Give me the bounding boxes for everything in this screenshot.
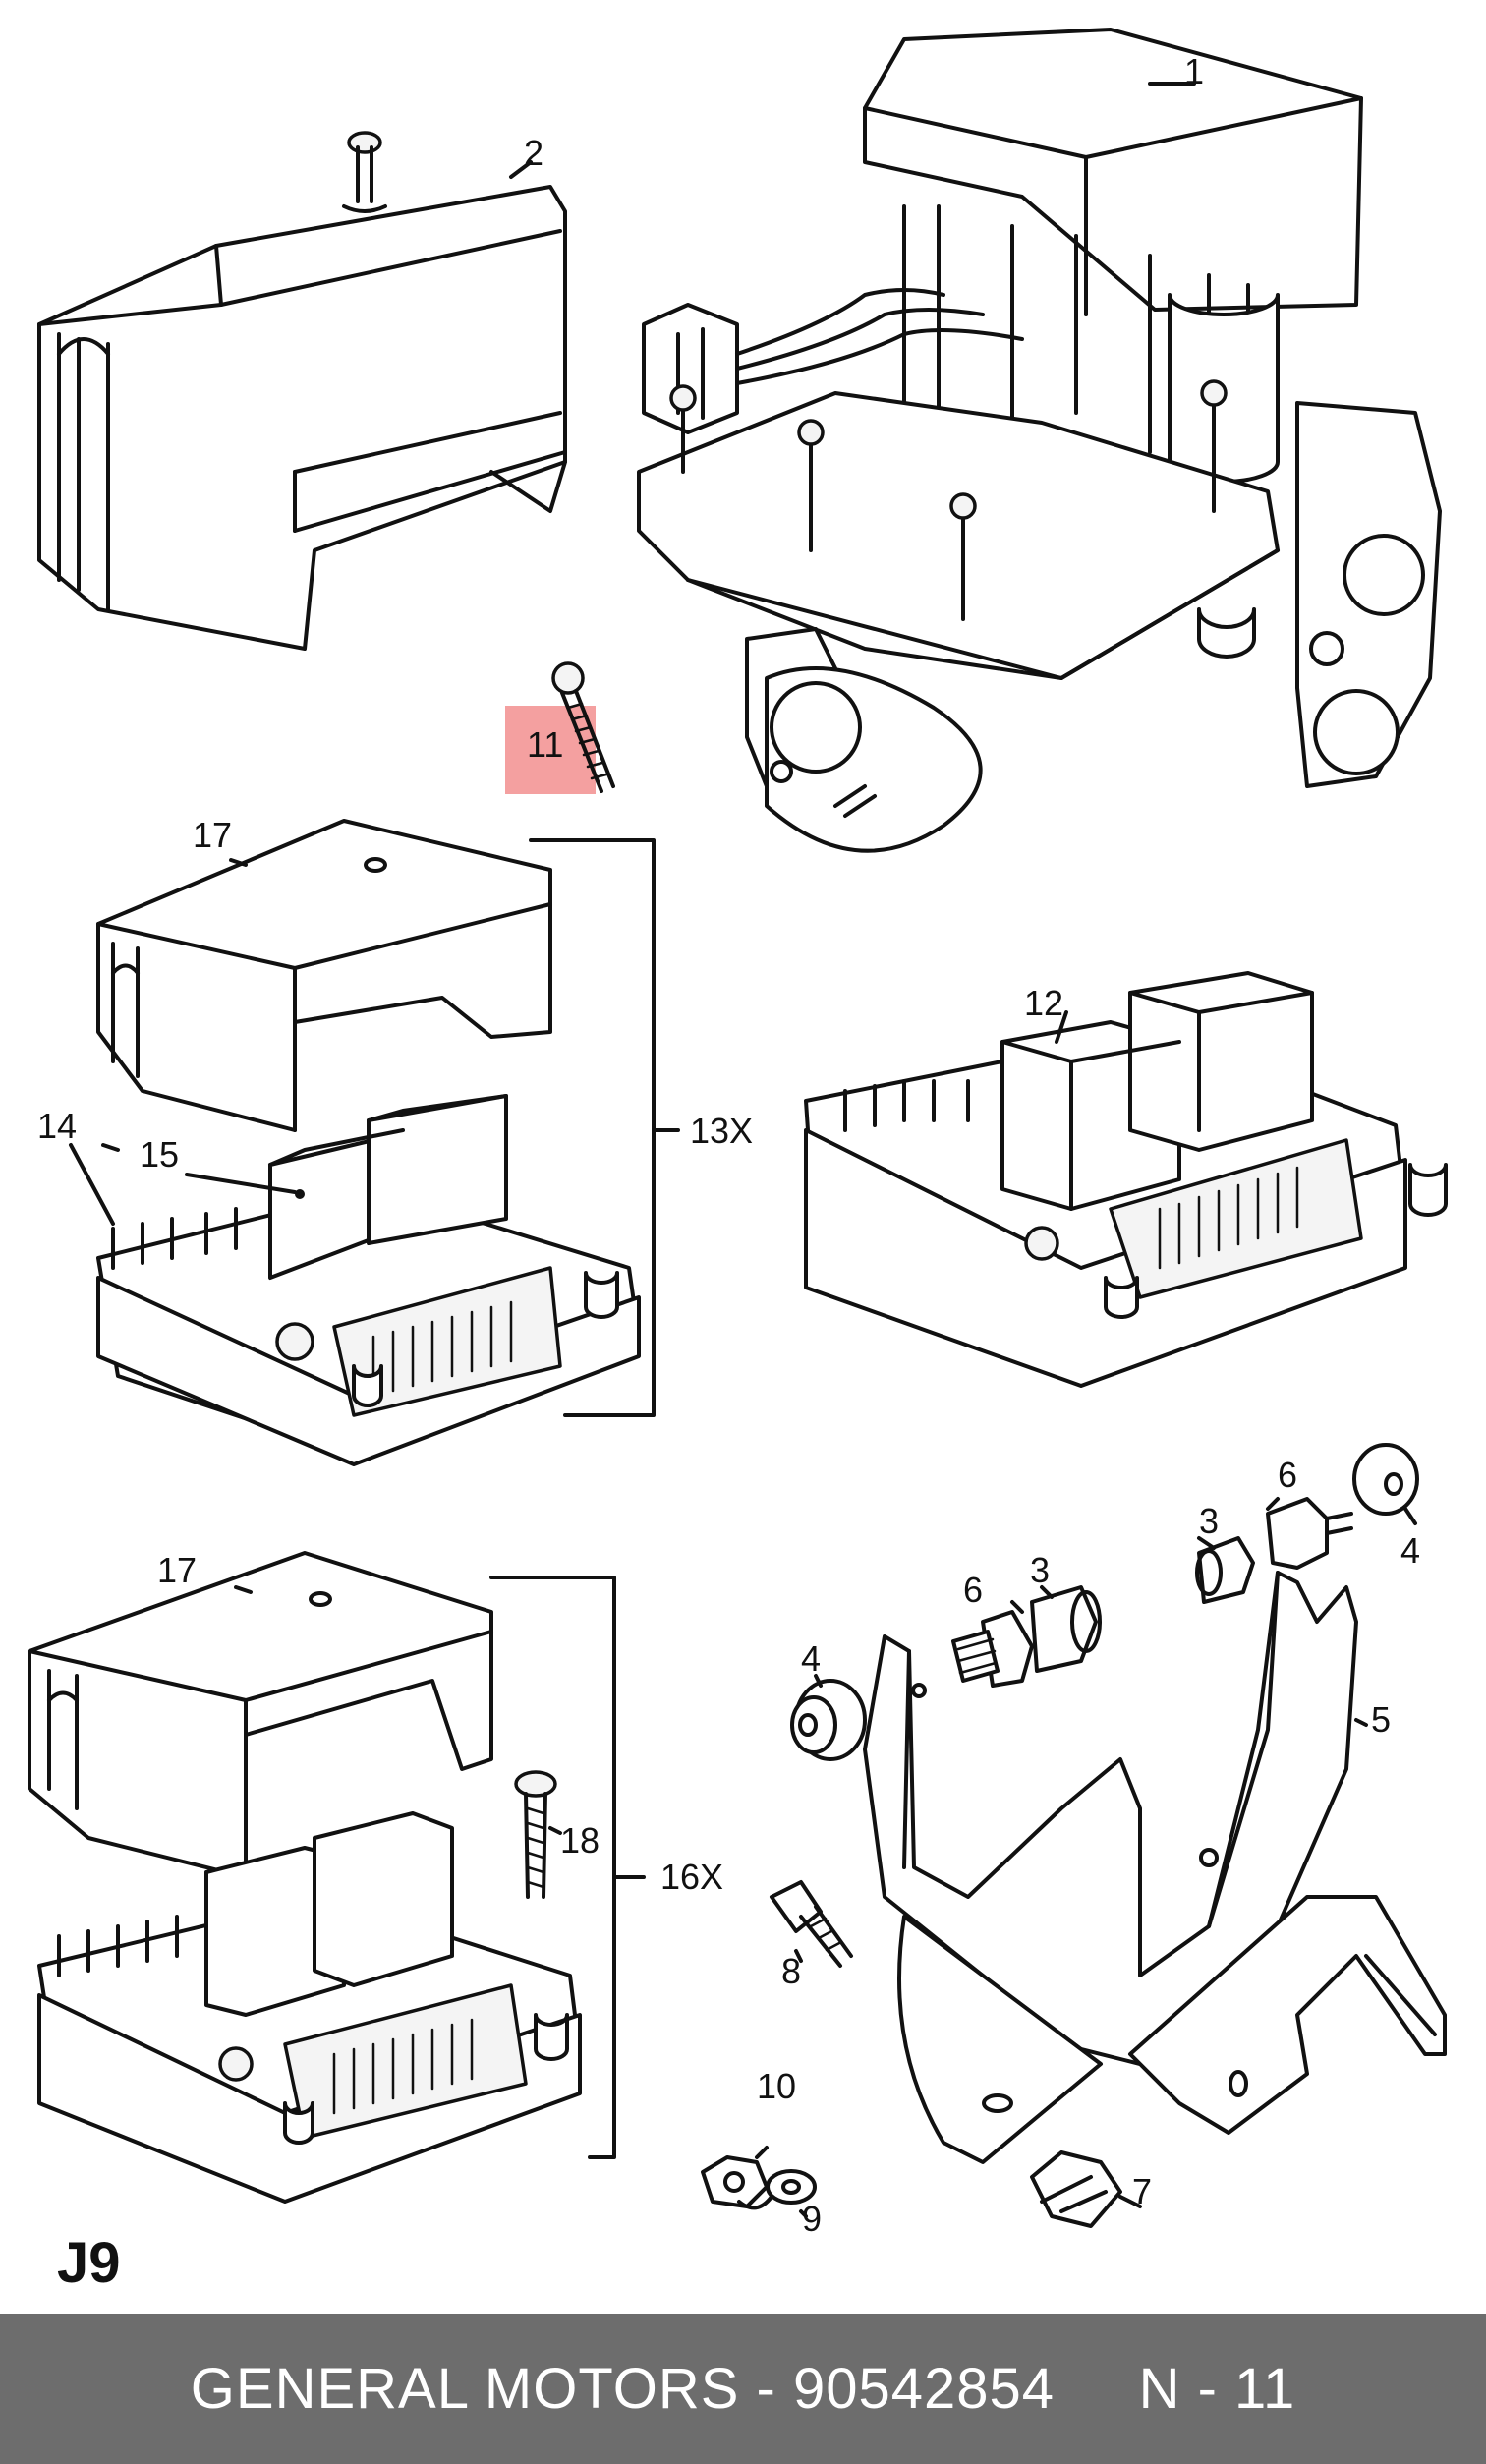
part-4-grommet-left — [790, 1679, 867, 1761]
part-6-mount-right — [1266, 1497, 1353, 1570]
callout-13x: 13X — [690, 1111, 753, 1151]
part-10-nut — [701, 2155, 769, 2208]
callout-17-lower: 17 — [157, 1550, 197, 1590]
part-17-cover-lower — [28, 1551, 493, 1879]
part-2-cover — [37, 131, 567, 651]
callout-8: 8 — [781, 1951, 801, 1991]
part-17-cover-upper — [96, 819, 552, 1132]
footer-bar: GENERAL MOTORS - 90542854 N - 11 — [0, 2314, 1486, 2464]
part-3-bushing-right — [1195, 1536, 1255, 1604]
part-15-marker-dot — [295, 1189, 305, 1199]
part-18-screw — [514, 1770, 557, 1899]
callout-16x: 16X — [660, 1857, 723, 1897]
part-15-leader — [185, 1173, 297, 1194]
callout-12: 12 — [1024, 983, 1063, 1023]
part-12-relay-module — [804, 971, 1448, 1388]
callout-17-upper: 17 — [193, 815, 232, 855]
callout-2: 2 — [524, 133, 543, 173]
part-11-bolt — [551, 661, 615, 793]
callout-14: 14 — [37, 1106, 77, 1146]
callout-5: 5 — [1371, 1699, 1391, 1740]
callout-1: 1 — [1184, 51, 1204, 91]
callout-4-right: 4 — [1400, 1530, 1420, 1571]
footer-text: GENERAL MOTORS - 90542854 N - 11 — [190, 2357, 1296, 2421]
part-6-mount-left — [951, 1610, 1034, 1688]
part-9-washer — [737, 2169, 817, 2210]
part-1-abs-unit — [637, 28, 1442, 853]
callout-6-right: 6 — [1278, 1455, 1297, 1495]
part-8-bolt — [770, 1880, 853, 1968]
bracket-16x — [489, 1576, 646, 2159]
part-4-grommet-right — [1352, 1443, 1419, 1516]
callout-4-left: 4 — [801, 1638, 821, 1679]
callout-3-right: 3 — [1199, 1501, 1219, 1541]
callout-7: 7 — [1132, 2171, 1152, 2211]
part-7-clip-nut — [1030, 2150, 1122, 2228]
callout-18: 18 — [560, 1820, 600, 1861]
part-3-bushing-left — [1030, 1585, 1102, 1673]
leader-lines — [101, 82, 1417, 2218]
callout-11: 11 — [527, 724, 563, 765]
bracket-13x — [529, 838, 680, 1417]
part-13x-relay-base — [96, 1094, 641, 1466]
part-16x-relay-base — [37, 1811, 582, 2204]
part-11-highlight — [505, 706, 596, 794]
callout-6-left: 6 — [963, 1570, 983, 1610]
callout-9: 9 — [802, 2199, 822, 2239]
page-code: J9 — [57, 2231, 121, 2295]
callout-15: 15 — [140, 1134, 179, 1175]
callout-10: 10 — [757, 2066, 796, 2106]
callout-3-left: 3 — [1030, 1550, 1050, 1590]
part-5-mounting-bracket — [863, 1571, 1447, 2164]
part-14-leader — [69, 1143, 115, 1226]
